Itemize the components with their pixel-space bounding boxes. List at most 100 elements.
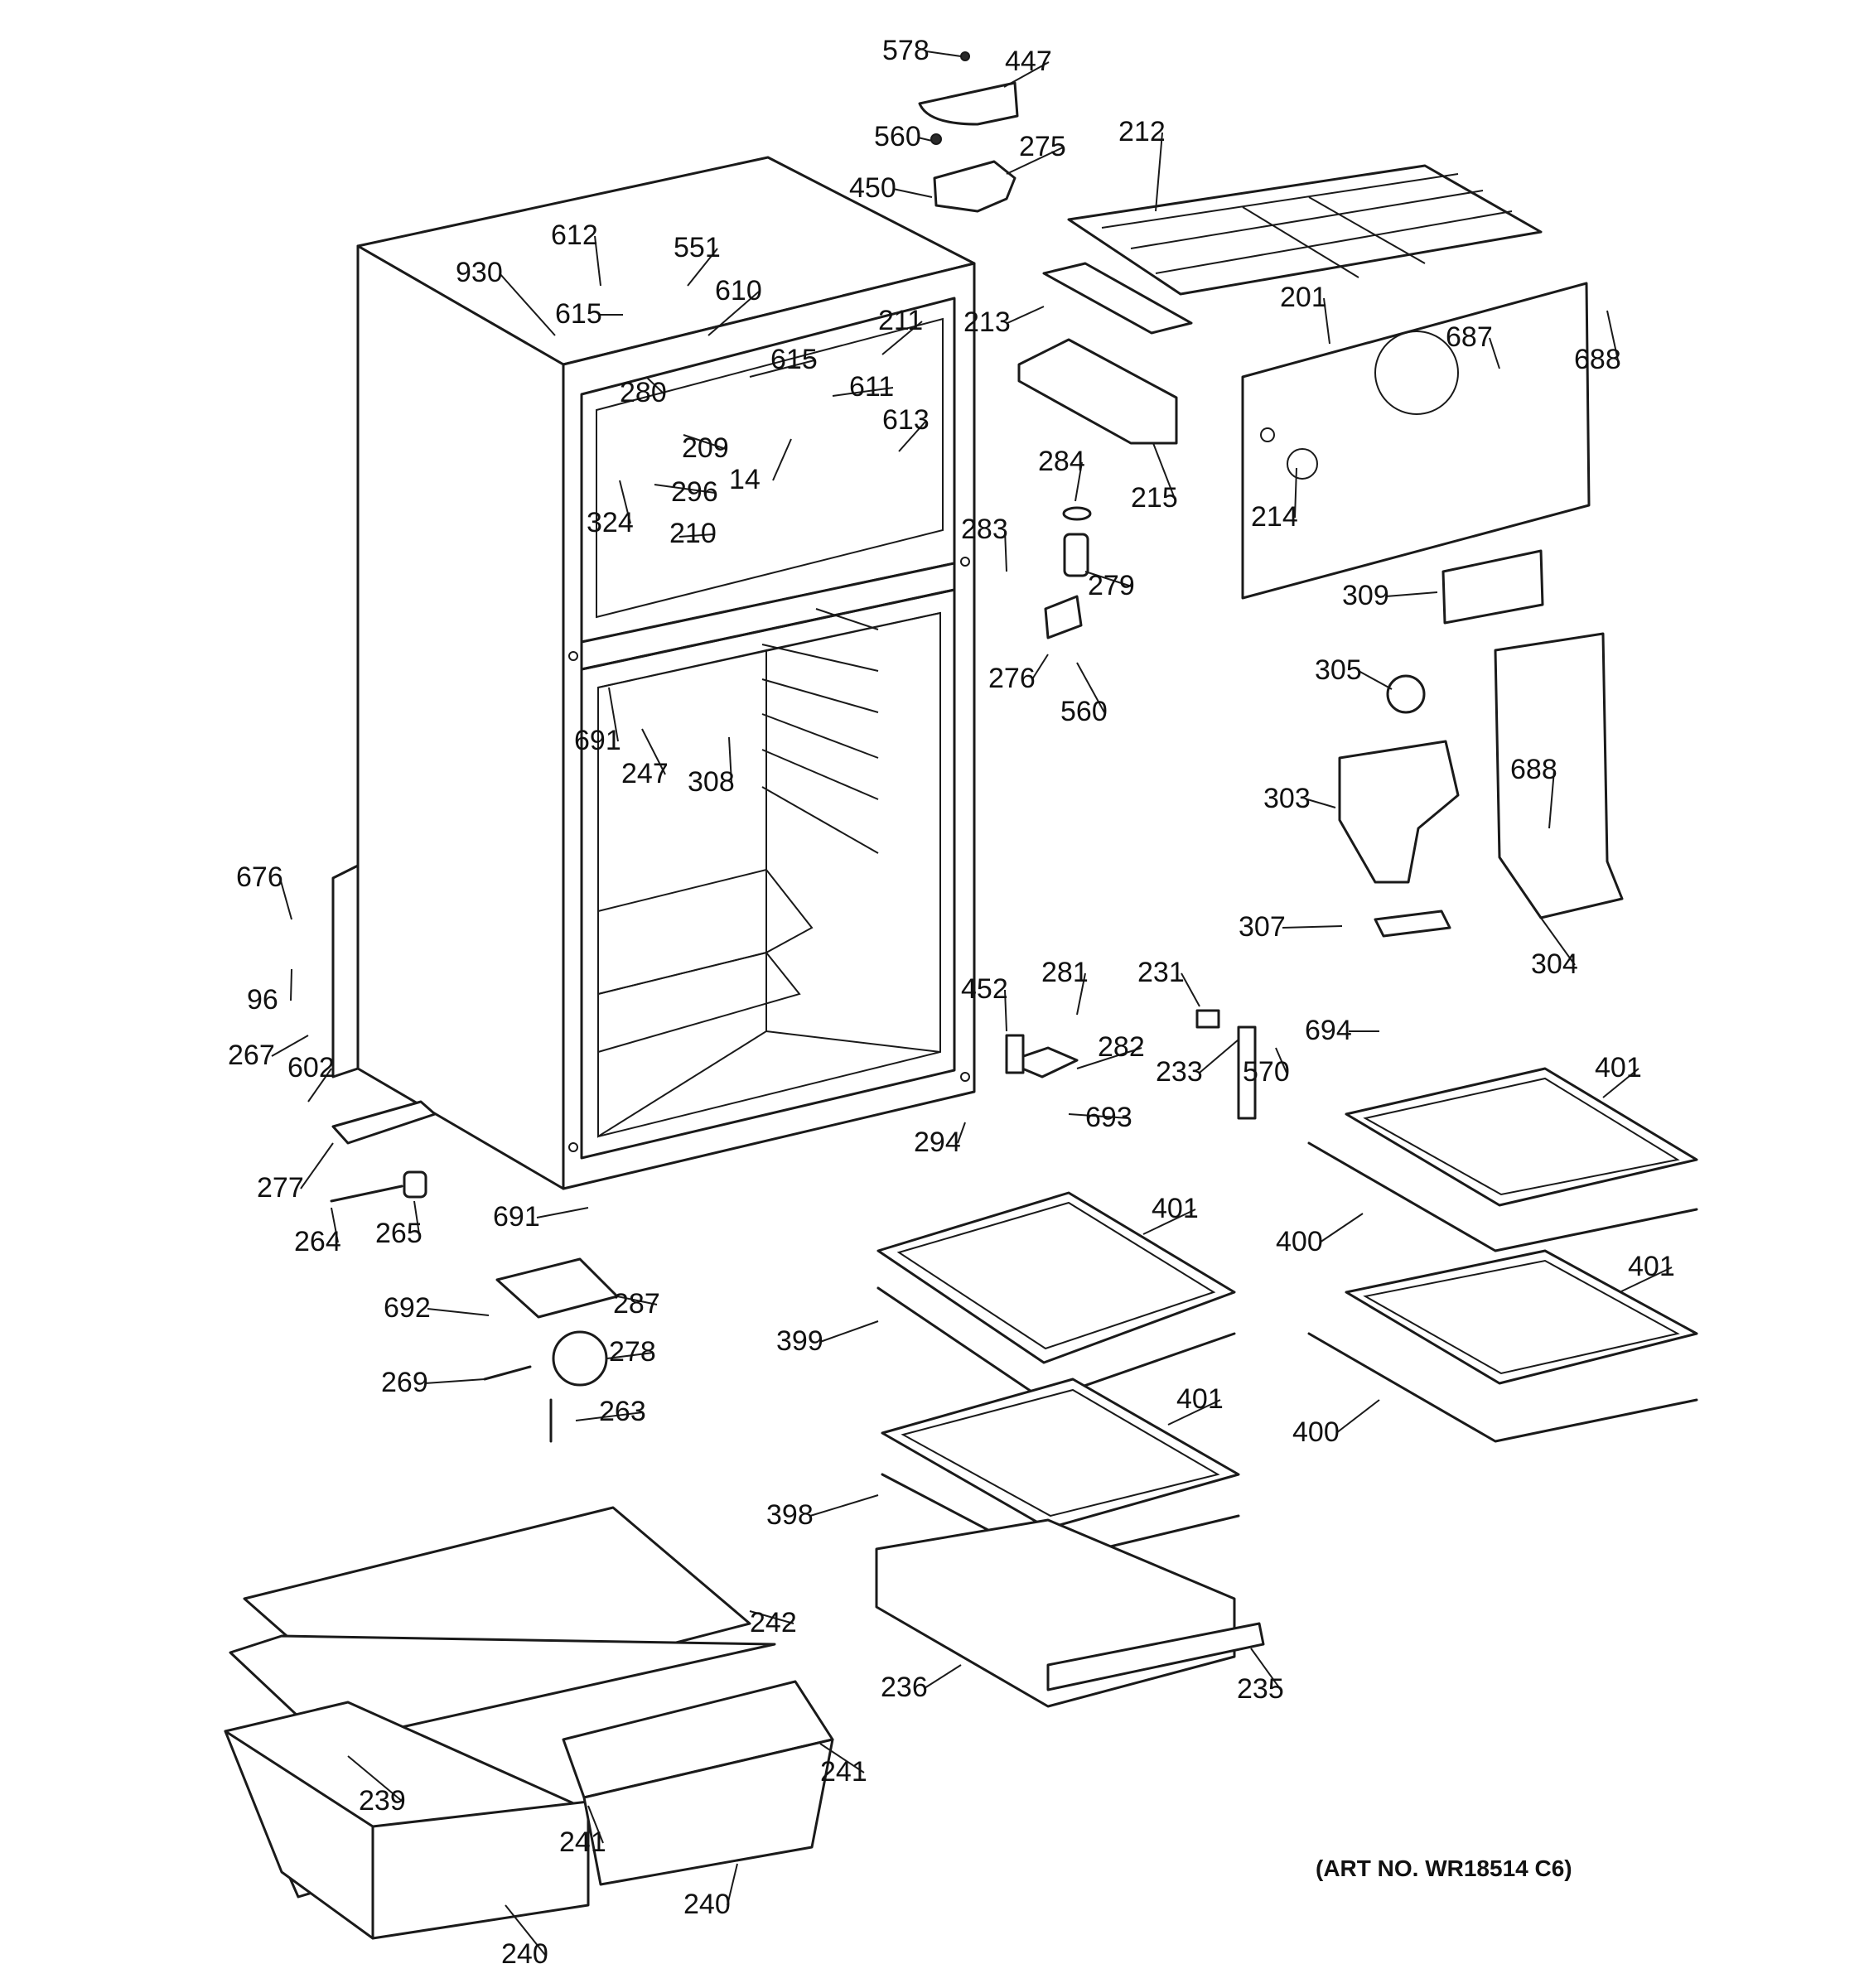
callout-c570: 570 [1243, 1056, 1290, 1088]
callout-c280: 280 [620, 377, 667, 408]
callout-c401a: 401 [1595, 1052, 1642, 1083]
callout-c278: 278 [609, 1336, 656, 1368]
leader-c287 [616, 1296, 658, 1305]
leader-c688a [1606, 310, 1619, 361]
leader-c570 [1275, 1047, 1287, 1074]
pan-cover-235 [1046, 1622, 1265, 1691]
callout-c400a: 400 [1276, 1226, 1323, 1257]
leader-c447 [1003, 61, 1050, 88]
leader-c279 [1084, 571, 1132, 587]
leader-c294 [957, 1122, 966, 1144]
leader-c211 [881, 321, 923, 355]
callout-c309: 309 [1342, 580, 1389, 611]
callout-c241a: 241 [820, 1756, 867, 1788]
leader-c691b [536, 1207, 589, 1218]
damper-303 [1338, 740, 1460, 884]
leader-c450 [892, 188, 933, 198]
callout-c214: 214 [1251, 501, 1298, 533]
leader-c611 [832, 387, 894, 397]
callout-c401c: 401 [1176, 1383, 1224, 1415]
callout-c233: 233 [1156, 1056, 1203, 1088]
callout-c239: 239 [359, 1785, 406, 1817]
hinge-cover-447 [918, 81, 1019, 126]
leader-c283 [1004, 529, 1007, 572]
roller-265 [403, 1170, 427, 1199]
leader-c265 [413, 1200, 420, 1235]
callout-c242: 242 [750, 1607, 797, 1638]
callout-c277: 277 [257, 1172, 304, 1204]
callout-c231: 231 [1137, 957, 1185, 988]
leader-lines [271, 51, 1673, 1956]
callout-c615b: 615 [770, 344, 818, 375]
callout-c281: 281 [1041, 957, 1089, 988]
callout-c613: 613 [882, 404, 930, 436]
callout-c209: 209 [682, 432, 729, 464]
leader-c398 [809, 1494, 879, 1517]
washer-284 [1062, 506, 1092, 521]
callout-c611: 611 [849, 371, 894, 403]
art-number: (ART NO. WR18514 C6) [1316, 1855, 1572, 1881]
leader-c307 [1282, 925, 1343, 929]
spacer-452 [1005, 1034, 1025, 1074]
callout-c930: 930 [456, 257, 503, 288]
meat-pan-236 [875, 1518, 1265, 1708]
leader-c214 [1294, 467, 1297, 519]
callout-c687: 687 [1446, 321, 1493, 353]
leader-c688b [1548, 770, 1555, 829]
leader-c296 [654, 484, 716, 494]
leader-c269 [424, 1378, 485, 1384]
callout-c692: 692 [384, 1292, 431, 1324]
callout-c247: 247 [621, 758, 669, 789]
leader-c305 [1358, 670, 1393, 690]
leader-c401b [1142, 1209, 1196, 1235]
crisper-drawer-right [562, 1680, 834, 1886]
leader-c452 [1004, 989, 1007, 1032]
leader-c930 [499, 273, 556, 336]
ice-tray-and-bucket [1017, 262, 1193, 445]
leader-c14 [772, 438, 792, 481]
callout-c447: 447 [1005, 46, 1052, 77]
leader-c400a [1319, 1213, 1364, 1243]
callout-c693: 693 [1085, 1102, 1132, 1133]
leader-c282 [1076, 1047, 1142, 1069]
leader-c242 [749, 1610, 794, 1624]
callout-c615a: 615 [555, 298, 602, 330]
hinge-275 [933, 160, 1017, 213]
leader-c264 [331, 1207, 339, 1243]
leader-c303 [1306, 799, 1336, 808]
label-309 [1441, 549, 1544, 625]
leader-c324 [619, 480, 631, 524]
callout-c215: 215 [1131, 482, 1178, 514]
knob-305 [1386, 674, 1426, 714]
leader-c276 [1031, 654, 1049, 680]
leader-c399 [819, 1320, 879, 1343]
leader-c240a [727, 1863, 738, 1906]
leader-c401d [1619, 1267, 1673, 1293]
leader-c96 [290, 968, 292, 1001]
callout-c241b: 241 [559, 1826, 606, 1858]
leader-c693 [1068, 1113, 1130, 1119]
leader-c308 [728, 736, 732, 784]
leader-c610 [707, 291, 760, 336]
top-hinge-assembly [918, 51, 1019, 213]
callout-c688b: 688 [1510, 754, 1557, 785]
callout-c450: 450 [849, 172, 896, 204]
leader-c212 [1155, 132, 1163, 212]
leader-c278 [606, 1352, 654, 1359]
callout-c610: 610 [715, 275, 762, 306]
control-307 [1374, 910, 1451, 938]
callout-c275: 275 [1019, 131, 1066, 162]
callout-c303: 303 [1263, 783, 1311, 814]
callout-c269: 269 [381, 1367, 428, 1398]
refrigerator-cabinet [356, 156, 976, 1190]
leader-c578 [925, 51, 962, 57]
bushing-279 [1063, 533, 1089, 577]
leader-c241b [587, 1805, 604, 1844]
bracket-277 [331, 1100, 437, 1145]
leader-c691a [608, 687, 619, 742]
callout-c602: 602 [287, 1052, 335, 1083]
leader-c612 [594, 235, 601, 287]
